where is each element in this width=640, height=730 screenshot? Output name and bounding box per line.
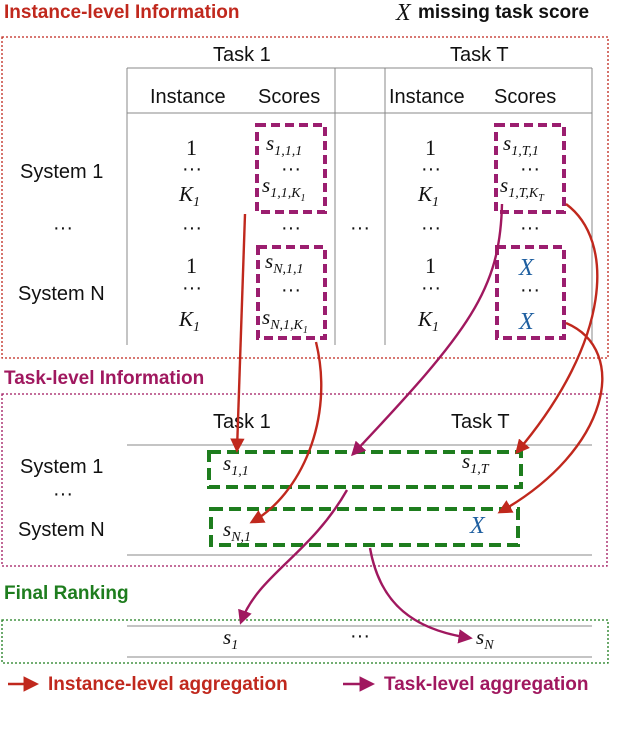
- score-sN1K: sN,1,K1: [262, 305, 308, 336]
- final-grid: [127, 625, 592, 658]
- score-s111: s1,1,1: [266, 131, 302, 159]
- instance-task-first-header: Task 1: [213, 44, 271, 66]
- instance-dots-n: ···: [182, 277, 202, 299]
- col-scores-1: Scores: [258, 86, 320, 108]
- final-dots: ···: [350, 625, 370, 647]
- instance-table-grid: [126, 67, 593, 345]
- legend: Instance-level aggregation Task-level ag…: [8, 674, 589, 695]
- final-section-title: Final Ranking: [4, 583, 129, 604]
- score-dots-s1-tT: ···: [520, 158, 540, 180]
- instance-index-1-nT: 1: [425, 253, 436, 278]
- task-score-s11: s1,1: [223, 451, 249, 479]
- missing-score-2: X: [518, 309, 535, 335]
- task-task-last-header: Task T: [451, 411, 510, 433]
- instance-dots-T: ···: [421, 158, 441, 180]
- row-label-system-n: System N: [18, 283, 105, 305]
- arrow-purple-s1tT: [351, 203, 504, 457]
- mid-dots-4: ···: [421, 217, 441, 239]
- instance-index-1-n: 1: [186, 253, 197, 278]
- missing-score-legend: X missing task score: [395, 0, 589, 26]
- mid-dots-2: ···: [281, 217, 301, 239]
- task-table-grid: [127, 444, 592, 556]
- task-row-dots: ···: [53, 483, 73, 505]
- missing-legend-text: missing task score: [418, 2, 589, 23]
- task-score-s1T: s1,T: [462, 449, 490, 477]
- task-row-system-1: System 1: [20, 456, 103, 478]
- instance-section-title: Instance-level Information: [4, 2, 239, 23]
- arrow-purple-sNtT: [368, 547, 473, 644]
- arrow-red-sNtT: [497, 321, 604, 514]
- final-score-s1: s1: [223, 625, 238, 653]
- instance-index-k-n: K1: [178, 307, 200, 335]
- score-dots-sN-tT: ···: [520, 279, 540, 301]
- col-instance-1: Instance: [150, 86, 226, 108]
- score-s1T1: s1,T,1: [503, 131, 539, 159]
- score-group-sN-t1: [256, 245, 327, 340]
- final-score-sN: sN: [476, 625, 494, 653]
- score-dots-sN-t1: ···: [281, 279, 301, 301]
- legend-task-label: Task-level aggregation: [384, 674, 589, 695]
- score-dots-s1-t1: ···: [281, 158, 301, 180]
- task-missing-score: X: [469, 513, 486, 539]
- score-sN11: sN,1,1: [265, 249, 304, 277]
- instance-index-k: K1: [178, 182, 200, 210]
- instance-dots-nT: ···: [421, 277, 441, 299]
- arrow-purple-s1t1: [238, 489, 349, 625]
- missing-symbol: X: [395, 0, 412, 26]
- instance-index-1: 1: [186, 135, 197, 160]
- final-section-box: [1, 619, 609, 664]
- legend-instance-label: Instance-level aggregation: [48, 674, 288, 695]
- instance-index-1-T: 1: [425, 135, 436, 160]
- arrow-red-s1t1: [230, 213, 247, 453]
- score-group-sN-tT: [495, 245, 566, 340]
- col-instance-T: Instance: [389, 86, 465, 108]
- task-score-sN1: sN,1: [223, 517, 251, 545]
- instance-index-k-T: K1: [417, 182, 439, 210]
- score-group-s1-tT: [494, 123, 566, 214]
- missing-score-1: X: [518, 255, 535, 281]
- task-task-first-header: Task 1: [213, 411, 271, 433]
- arrow-red-sNt1: [249, 341, 323, 524]
- instance-task-last-header: Task T: [450, 44, 509, 66]
- col-scores-T: Scores: [494, 86, 556, 108]
- mid-dots-1: ···: [182, 217, 202, 239]
- task-section-box: [1, 393, 608, 567]
- task-score-row-system-n: [209, 507, 520, 547]
- mid-dots-5: ···: [520, 217, 540, 239]
- row-label-system-1: System 1: [20, 161, 103, 183]
- instance-index-k-nT: K1: [417, 307, 439, 335]
- arrow-red-s1tT: [515, 203, 599, 455]
- row-label-dots: ···: [53, 217, 73, 239]
- instance-aggregation-arrows: [230, 203, 604, 524]
- instance-dots: ···: [182, 158, 202, 180]
- score-s11K: s1,1,K1: [262, 173, 306, 204]
- score-s1TK: s1,T,KT: [500, 173, 545, 204]
- task-aggregation-arrows: [238, 203, 504, 644]
- instance-section-box: [1, 36, 609, 359]
- score-group-s1-t1: [255, 123, 327, 214]
- task-row-system-n: System N: [18, 519, 105, 541]
- task-section-title: Task-level Information: [4, 368, 204, 389]
- mid-dots-3: ···: [350, 217, 370, 239]
